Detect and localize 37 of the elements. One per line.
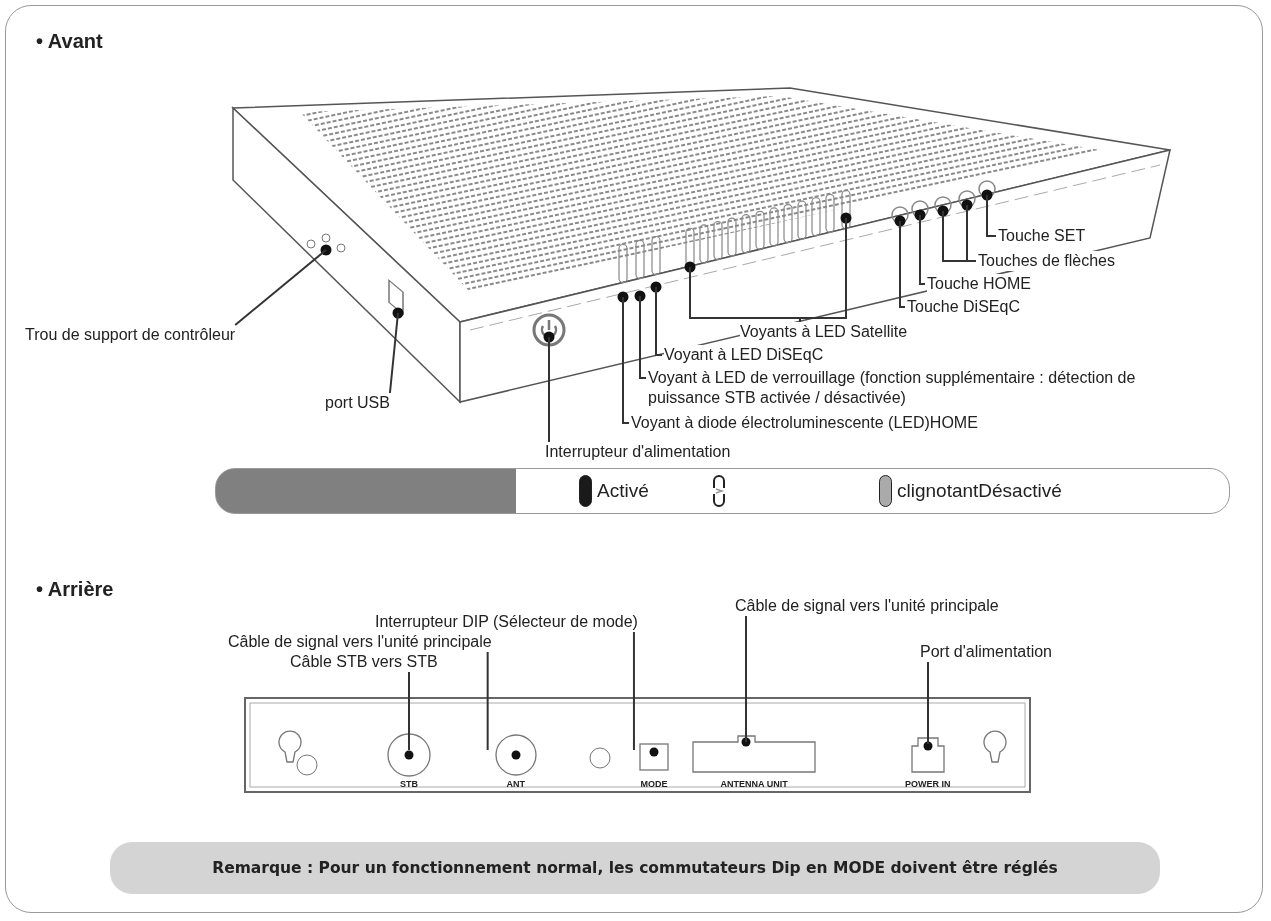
callout-label: Voyant à LED DiSEqC	[664, 345, 824, 365]
leader-line	[966, 204, 977, 262]
port-label: ANTENNA UNIT	[720, 779, 788, 789]
port-label: ANT	[506, 779, 525, 789]
leader-line	[234, 249, 327, 326]
callout-label: Voyant à diode électroluminescente (LED)HOME	[631, 413, 978, 433]
legend-text: Activé	[597, 480, 649, 502]
section-heading: • Arrière	[36, 578, 114, 601]
callout-label: port USB	[325, 393, 390, 413]
section-heading: • Avant	[36, 30, 103, 53]
callout-label: Touche HOME	[927, 274, 1032, 294]
note-banner: Remarque : Pour un fonctionnement normal, les commutateurs Dip en MODE doivent être réglés	[110, 842, 1160, 894]
callout-label: Câble de signal vers l'unité principale	[228, 632, 492, 652]
callout-label: Câble de signal vers l'unité principale	[735, 596, 999, 616]
callout-label: Interrupteur DIP (Sélecteur de mode)	[375, 612, 638, 632]
leader-line	[745, 615, 747, 743]
port-label: POWER IN	[905, 779, 951, 789]
leader-line	[622, 296, 630, 424]
legend-text: clignotantDésactivé	[897, 480, 1062, 502]
leader-line	[408, 671, 410, 751]
port-label: MODE	[640, 779, 668, 789]
leader-line	[548, 336, 550, 443]
leader-line	[639, 295, 647, 379]
leader-line	[927, 661, 929, 745]
leader-line	[388, 312, 399, 394]
leader-line	[986, 194, 997, 237]
leader-line	[632, 631, 635, 751]
leader-line	[486, 651, 489, 751]
leader-line	[899, 220, 906, 308]
callout-label: Interrupteur d'alimentation	[545, 442, 731, 462]
callout-label: Touche DiSEqC	[907, 297, 1020, 317]
leader-line	[655, 286, 663, 356]
callout-label: Trou de support de contrôleur	[25, 325, 236, 345]
port-label: STB	[400, 779, 418, 789]
callout-label: Voyants à LED Satellite	[740, 322, 908, 342]
leader-line	[919, 214, 926, 285]
callout-label: Touches de flèches	[978, 251, 1115, 271]
